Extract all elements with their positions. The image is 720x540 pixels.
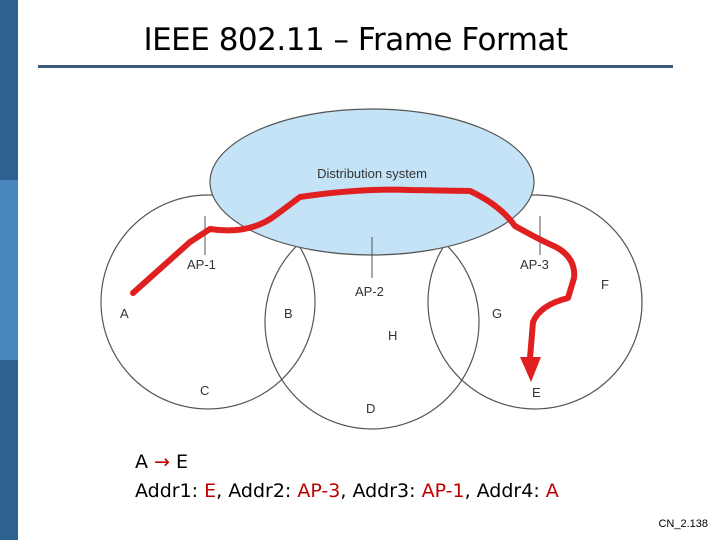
addr3-label: , Addr3: [340, 480, 422, 502]
station-g-label: G [492, 306, 502, 321]
address-caption: A → E Addr1: E, Addr2: AP-3, Addr3: AP-1… [135, 448, 559, 506]
station-h-label: H [388, 328, 397, 343]
bss-cell-ap3 [427, 194, 643, 410]
caption-source: A [135, 451, 148, 473]
arrow-right-icon: → [154, 451, 170, 473]
distribution-system-label: Distribution system [317, 166, 427, 181]
slide-title: IEEE 802.11 – Frame Format [143, 22, 568, 58]
ap1-label: AP-1 [187, 257, 216, 272]
sidebar-segment-light [0, 180, 18, 360]
frame-path [130, 186, 578, 361]
station-e-label: E [532, 385, 541, 400]
addr4-value: A [545, 480, 559, 502]
station-f-label: F [601, 277, 609, 292]
sidebar-accent [0, 0, 18, 540]
addr2-value: AP-3 [297, 480, 341, 502]
ap2-label: AP-2 [355, 284, 384, 299]
addr1-label: Addr1: [135, 480, 205, 502]
bss-cell-ap1 [100, 194, 316, 410]
addr1-value: E [204, 480, 217, 502]
caption-addresses: Addr1: E, Addr2: AP-3, Addr3: AP-1, Addr… [135, 477, 559, 506]
addr3-value: AP-1 [421, 480, 465, 502]
addr4-label: , Addr4: [464, 480, 546, 502]
station-c-label: C [200, 383, 209, 398]
station-a-label: A [120, 306, 129, 321]
ap3-label: AP-3 [520, 257, 549, 272]
sidebar-segment-dark [0, 360, 18, 540]
caption-destination: E [176, 451, 189, 473]
station-b-label: B [284, 306, 293, 321]
addr2-label: , Addr2: [216, 480, 298, 502]
station-d-label: D [366, 401, 375, 416]
sidebar-segment-dark [0, 0, 18, 180]
caption-route: A → E [135, 448, 559, 477]
slide-number: CN_2.138 [658, 518, 708, 530]
title-divider [38, 65, 673, 68]
frame-path-arrowhead [520, 357, 541, 382]
distribution-system [209, 108, 535, 256]
